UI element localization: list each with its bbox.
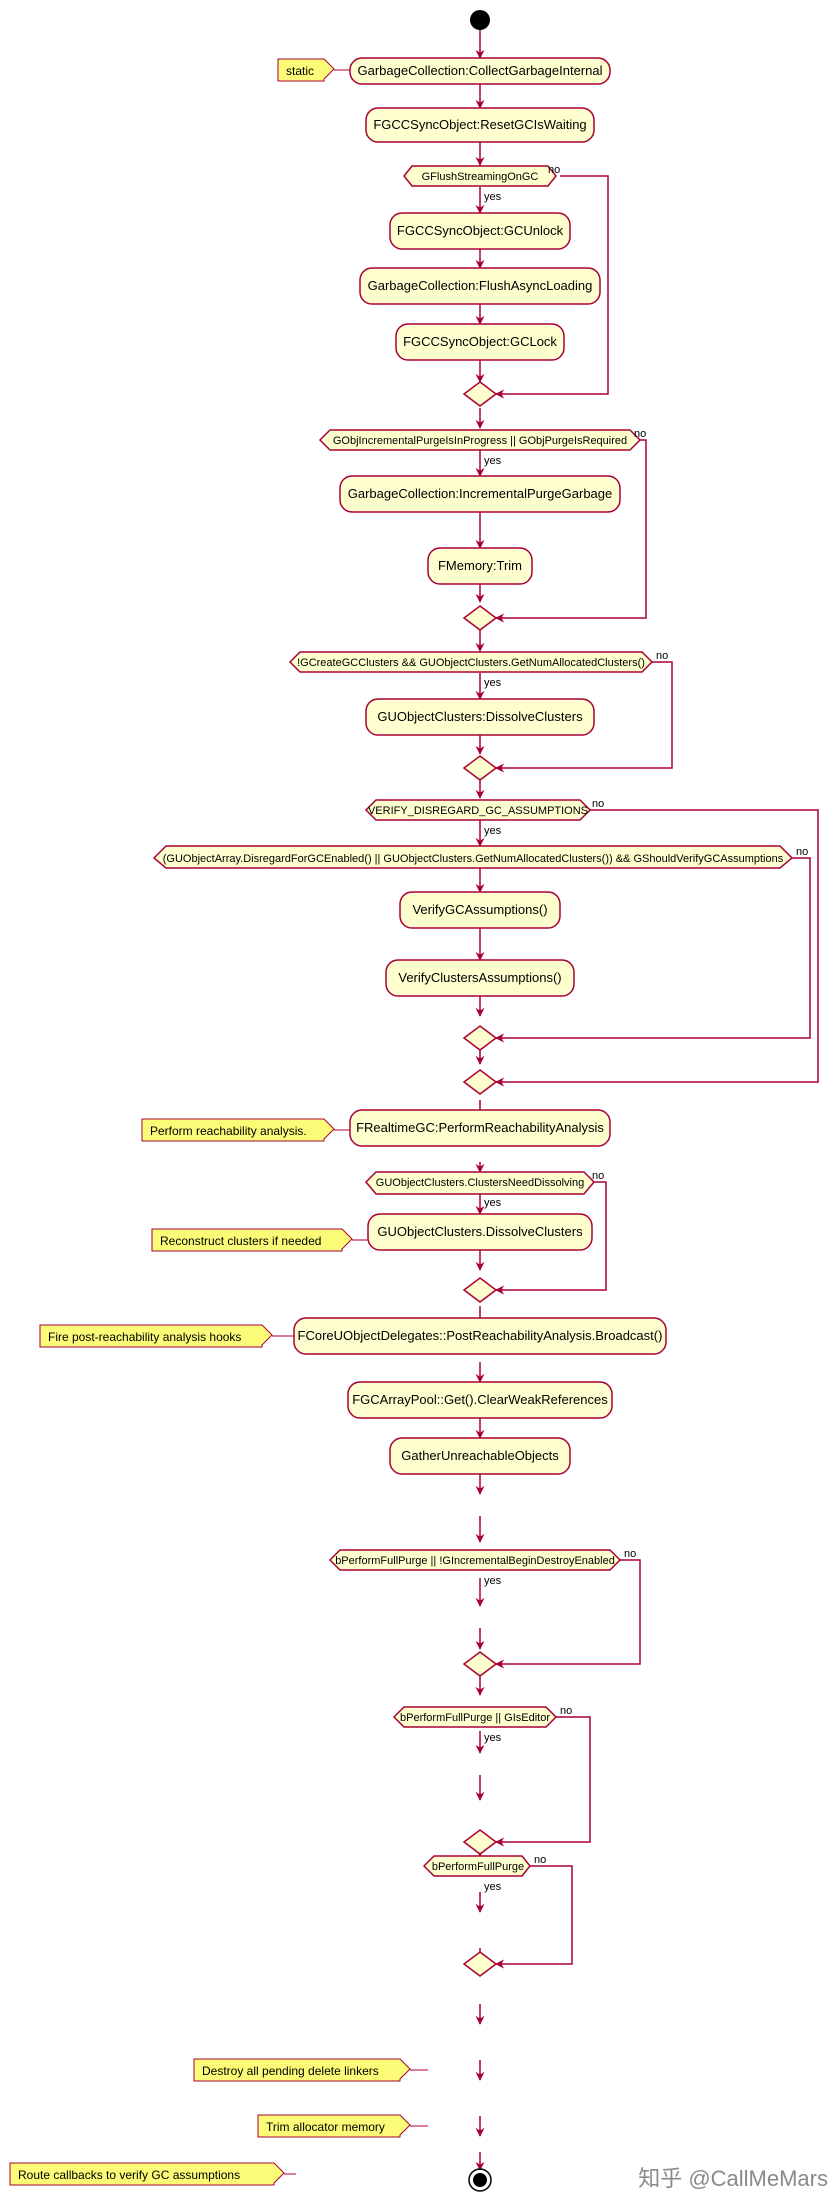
activity-label: GUObjectClusters.DissolveClusters bbox=[377, 1224, 583, 1239]
activity-flush-async-loading[interactable]: GarbageCollection:FlushAsyncLoading bbox=[359, 267, 601, 305]
yes-label: yes bbox=[484, 1732, 502, 1744]
condition-verify-disregard-gc-assumptions[interactable]: VERIFY_DISREGARD_GC_ASSUMPTIONS bbox=[364, 799, 592, 821]
yes-label: yes bbox=[484, 455, 502, 467]
merge-nodes bbox=[462, 381, 498, 1977]
activity-label: VerifyGCAssumptions() bbox=[412, 902, 547, 917]
condition-label: bPerformFullPurge || GIsEditor bbox=[400, 1712, 550, 1724]
note-post-reachability-hooks: Fire post-reachability analysis hooks bbox=[39, 1324, 273, 1348]
condition-create-gc-clusters[interactable]: !GCreateGCClusters && GUObjectClusters.G… bbox=[288, 651, 654, 673]
merge-diamond bbox=[462, 1069, 498, 1095]
yes-label: yes bbox=[484, 191, 502, 203]
condition-perform-full-purge-editor[interactable]: bPerformFullPurge || GIsEditor bbox=[392, 1706, 558, 1728]
activity-label: GarbageCollection:IncrementalPurgeGarbag… bbox=[348, 486, 613, 501]
activity-incremental-purge-garbage[interactable]: GarbageCollection:IncrementalPurgeGarbag… bbox=[339, 475, 621, 513]
note-text: static bbox=[286, 64, 314, 78]
edges bbox=[272, 30, 819, 2175]
no-label: no bbox=[592, 798, 604, 810]
note-text: Trim allocator memory bbox=[266, 2120, 385, 2134]
no-label: no bbox=[534, 1854, 546, 1866]
yes-label: yes bbox=[484, 677, 502, 689]
note-text: Fire post-reachability analysis hooks bbox=[48, 1330, 241, 1344]
note-text: Reconstruct clusters if needed bbox=[160, 1234, 321, 1248]
condition-perform-full-purge-incremental[interactable]: bPerformFullPurge || !GIncrementalBeginD… bbox=[328, 1549, 622, 1571]
branch-labels: yes no yes no yes no yes no no yes no ye… bbox=[484, 164, 808, 1893]
note-text: Destroy all pending delete linkers bbox=[202, 2064, 379, 2078]
watermark-text: 知乎 @CallMeMars bbox=[638, 2166, 828, 2191]
note-route-callbacks: Route callbacks to verify GC assumptions bbox=[9, 2162, 285, 2186]
condition-label: GUObjectClusters.ClustersNeedDissolving bbox=[376, 1177, 584, 1189]
condition-label: bPerformFullPurge || !GIncrementalBeginD… bbox=[335, 1555, 615, 1567]
note-text: Perform reachability analysis. bbox=[150, 1124, 307, 1138]
no-label: no bbox=[796, 846, 808, 858]
note-text: Route callbacks to verify GC assumptions bbox=[18, 2168, 240, 2182]
activity-label: FGCCSyncObject:GCUnlock bbox=[397, 223, 564, 238]
merge-diamond bbox=[462, 755, 498, 781]
no-label: no bbox=[634, 428, 646, 440]
activity-gc-lock[interactable]: FGCCSyncObject:GCLock bbox=[395, 323, 565, 361]
start-node bbox=[470, 10, 490, 30]
yes-label: yes bbox=[484, 1575, 502, 1587]
condition-label: bPerformFullPurge bbox=[432, 1861, 524, 1873]
note-reconstruct-clusters: Reconstruct clusters if needed bbox=[151, 1228, 353, 1252]
activity-label: GarbageCollection:FlushAsyncLoading bbox=[368, 278, 593, 293]
activity-label: FMemory:Trim bbox=[438, 558, 522, 573]
activity-gc-unlock[interactable]: FGCCSyncObject:GCUnlock bbox=[389, 212, 571, 250]
activity-dissolve-clusters[interactable]: GUObjectClusters:DissolveClusters bbox=[365, 698, 595, 736]
merge-diamond bbox=[462, 381, 498, 407]
note-static: static bbox=[277, 58, 335, 82]
activity-label: GUObjectClusters:DissolveClusters bbox=[377, 709, 583, 724]
yes-label: yes bbox=[484, 825, 502, 837]
condition-label: !GCreateGCClusters && GUObjectClusters.G… bbox=[297, 657, 645, 669]
activity-gather-unreachable-objects[interactable]: GatherUnreachableObjects bbox=[389, 1437, 571, 1475]
activity-fmemory-trim[interactable]: FMemory:Trim bbox=[427, 547, 533, 585]
merge-diamond bbox=[462, 605, 498, 631]
merge-diamond bbox=[462, 1651, 498, 1677]
no-label: no bbox=[624, 1548, 636, 1560]
condition-label: GFlushStreamingOnGC bbox=[422, 171, 539, 183]
condition-disregard-for-gc-enabled[interactable]: (GUObjectArray.DisregardForGCEnabled() |… bbox=[152, 845, 794, 869]
activity-reset-gc-is-waiting[interactable]: FGCCSyncObject:ResetGCIsWaiting bbox=[365, 107, 595, 143]
no-label: no bbox=[656, 650, 668, 662]
activity-label: GatherUnreachableObjects bbox=[401, 1448, 559, 1463]
activity-post-reachability-broadcast[interactable]: FCoreUObjectDelegates::PostReachabilityA… bbox=[293, 1317, 667, 1355]
no-label: no bbox=[560, 1705, 572, 1717]
activity-dissolve-clusters-reconstruct[interactable]: GUObjectClusters.DissolveClusters bbox=[367, 1213, 593, 1251]
yes-label: yes bbox=[484, 1881, 502, 1893]
activity-label: FGCCSyncObject:ResetGCIsWaiting bbox=[373, 117, 586, 132]
merge-diamond bbox=[462, 1025, 498, 1051]
yes-label: yes bbox=[484, 1197, 502, 1209]
merge-diamond bbox=[462, 1277, 498, 1303]
activity-clear-weak-references[interactable]: FGCArrayPool::Get().ClearWeakReferences bbox=[347, 1381, 613, 1419]
condition-label: VERIFY_DISREGARD_GC_ASSUMPTIONS bbox=[368, 805, 588, 817]
merge-diamond bbox=[462, 1951, 498, 1977]
end-node bbox=[468, 2168, 492, 2192]
activity-collect-garbage-internal[interactable]: GarbageCollection:CollectGarbageInternal bbox=[349, 57, 611, 85]
activity-label: VerifyClustersAssumptions() bbox=[398, 970, 561, 985]
activity-label: FRealtimeGC:PerformReachabilityAnalysis bbox=[356, 1120, 604, 1135]
merge-diamond bbox=[462, 1829, 498, 1855]
condition-label: GObjIncrementalPurgeIsInProgress || GObj… bbox=[333, 435, 627, 447]
note-perform-reachability: Perform reachability analysis. bbox=[141, 1118, 335, 1142]
condition-perform-full-purge[interactable]: bPerformFullPurge bbox=[422, 1855, 531, 1877]
activity-verify-clusters-assumptions[interactable]: VerifyClustersAssumptions() bbox=[385, 959, 575, 997]
activity-perform-reachability-analysis[interactable]: FRealtimeGC:PerformReachabilityAnalysis bbox=[349, 1109, 611, 1147]
no-label: no bbox=[592, 1170, 604, 1182]
note-trim-allocator: Trim allocator memory bbox=[257, 2114, 411, 2138]
activity-label: FGCArrayPool::Get().ClearWeakReferences bbox=[352, 1392, 608, 1407]
activity-label: FCoreUObjectDelegates::PostReachabilityA… bbox=[298, 1328, 663, 1343]
note-destroy-delete-linkers: Destroy all pending delete linkers bbox=[193, 2058, 411, 2082]
activity-label: GarbageCollection:CollectGarbageInternal bbox=[358, 63, 603, 78]
condition-flush-streaming-on-gc[interactable]: GFlushStreamingOnGC bbox=[403, 165, 557, 187]
condition-incremental-purge-in-progress[interactable]: GObjIncrementalPurgeIsInProgress || GObj… bbox=[318, 429, 642, 451]
condition-label: (GUObjectArray.DisregardForGCEnabled() |… bbox=[163, 853, 784, 865]
condition-clusters-need-dissolving[interactable]: GUObjectClusters.ClustersNeedDissolving bbox=[364, 1171, 596, 1195]
activity-label: FGCCSyncObject:GCLock bbox=[403, 334, 557, 349]
activity-verify-gc-assumptions[interactable]: VerifyGCAssumptions() bbox=[399, 891, 561, 929]
no-label: no bbox=[548, 164, 560, 176]
